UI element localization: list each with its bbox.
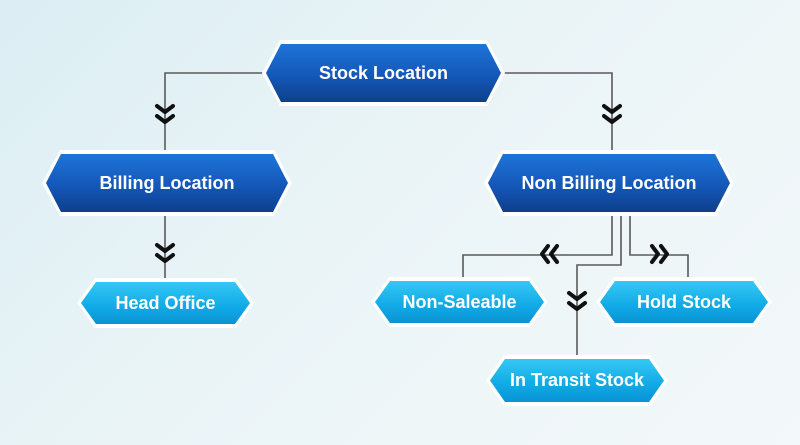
node-stock-location: Stock Location bbox=[262, 40, 505, 106]
chevron-right-icon bbox=[650, 244, 669, 264]
chevron-down-icon bbox=[567, 291, 587, 311]
connector-non-billing-to-hold-stock bbox=[629, 214, 689, 279]
chevron-left-icon bbox=[540, 244, 559, 264]
node-head-office-label: Head Office bbox=[81, 282, 250, 324]
connector-root-to-non-billing bbox=[502, 72, 613, 152]
node-non-billing-location-label: Non Billing Location bbox=[488, 154, 730, 212]
node-stock-location-label: Stock Location bbox=[266, 44, 501, 102]
connector-non-billing-to-in-transit bbox=[576, 214, 622, 358]
node-non-saleable-label: Non-Saleable bbox=[375, 281, 544, 323]
node-billing-location-label: Billing Location bbox=[46, 154, 288, 212]
node-non-saleable: Non-Saleable bbox=[371, 277, 548, 327]
node-in-transit-stock: In Transit Stock bbox=[486, 355, 668, 406]
node-hold-stock-label: Hold Stock bbox=[600, 281, 768, 323]
connector-non-billing-to-non-saleable bbox=[462, 214, 613, 279]
chevron-down-icon bbox=[155, 243, 175, 263]
connector-root-to-billing bbox=[164, 72, 265, 152]
node-in-transit-stock-label: In Transit Stock bbox=[490, 359, 664, 402]
chevron-down-icon bbox=[155, 104, 175, 124]
node-billing-location: Billing Location bbox=[42, 150, 292, 216]
node-non-billing-location: Non Billing Location bbox=[484, 150, 734, 216]
node-hold-stock: Hold Stock bbox=[596, 277, 772, 327]
node-head-office: Head Office bbox=[77, 278, 254, 328]
chevron-down-icon bbox=[602, 104, 622, 124]
